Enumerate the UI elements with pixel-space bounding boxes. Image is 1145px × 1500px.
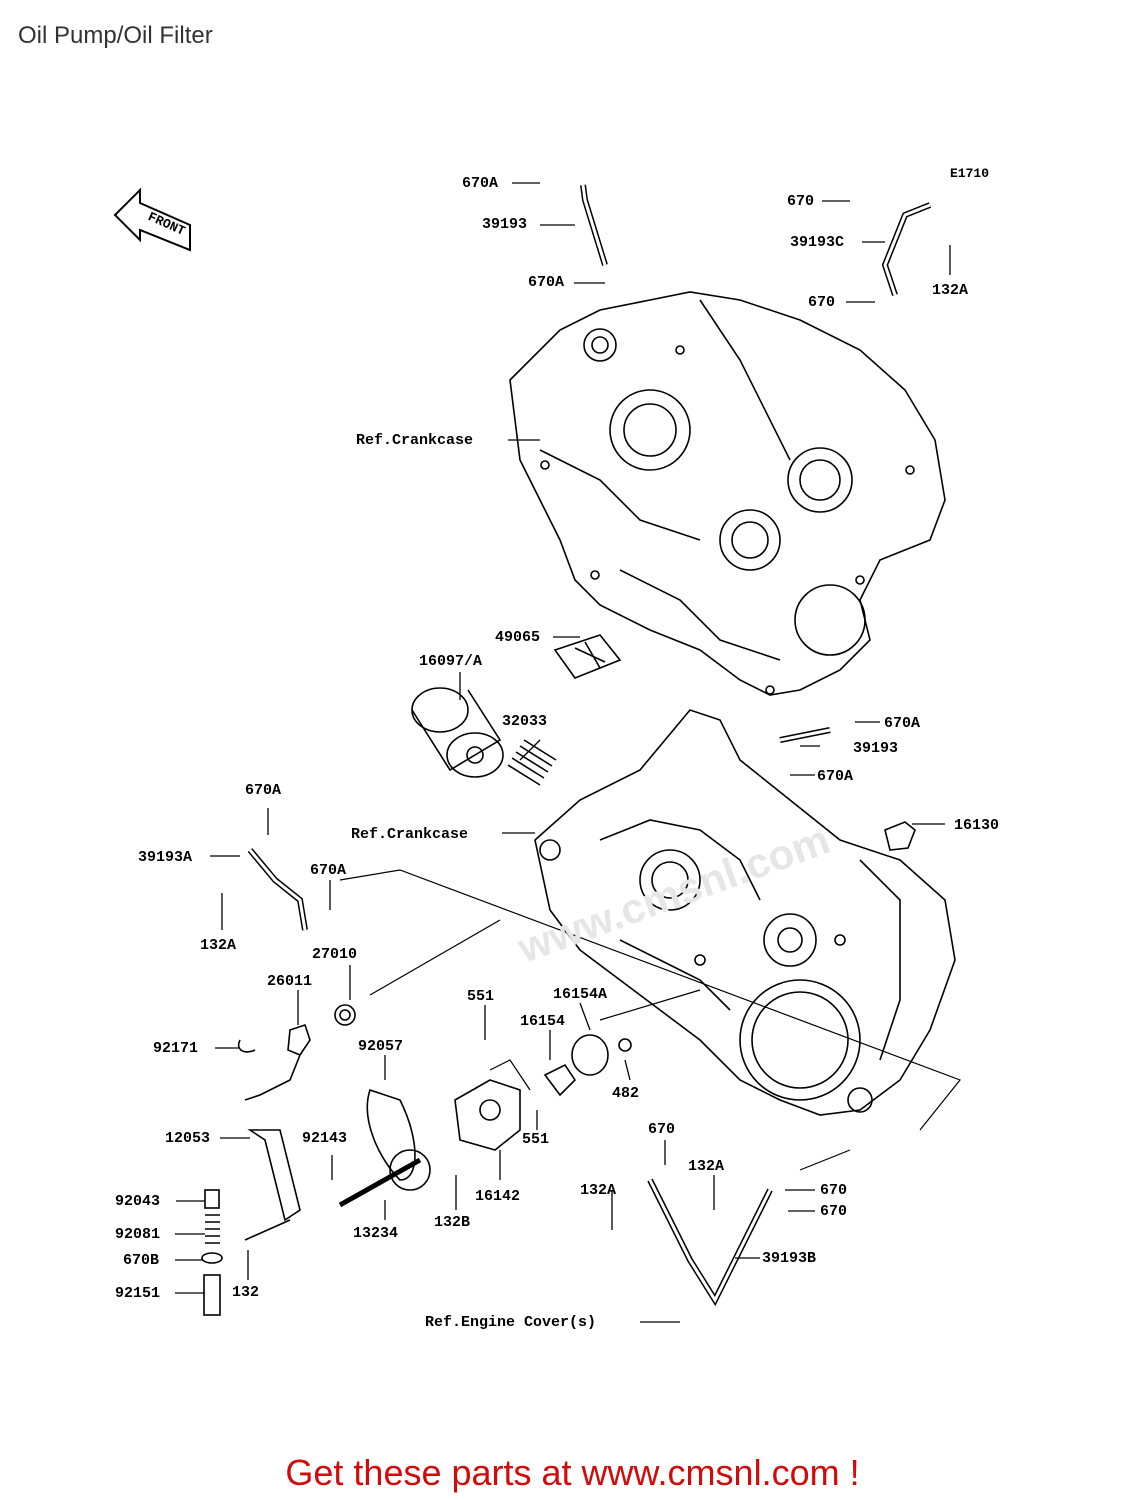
diagram-code: E1710 xyxy=(950,166,990,181)
part-label-16142: 16142 xyxy=(475,1188,521,1205)
part-label-132: 132 xyxy=(232,1284,260,1301)
exploded-parts-diagram xyxy=(175,182,961,1323)
part-label-49065: 49065 xyxy=(495,629,541,646)
part-label-551: 551 xyxy=(522,1131,550,1148)
part-label-132A: 132A xyxy=(688,1158,725,1175)
part-label-27010: 27010 xyxy=(312,946,358,963)
part-label-670: 670 xyxy=(820,1182,848,1199)
part-label-16130: 16130 xyxy=(954,817,1000,834)
leader-lines xyxy=(175,182,951,1323)
part-label-670A: 670A xyxy=(817,768,854,785)
part-label-670A: 670A xyxy=(462,175,499,192)
part-label-16154: 16154 xyxy=(520,1013,566,1030)
front-direction-arrow: FRONT xyxy=(113,187,191,252)
part-label-32033: 32033 xyxy=(502,713,548,730)
get-parts-link[interactable]: Get these parts at www.cmsnl.com ! xyxy=(285,1452,860,1493)
valve-illustration xyxy=(334,1004,356,1026)
strainer-illustration xyxy=(553,634,622,679)
part-label-670A: 670A xyxy=(310,862,347,879)
oil-filter-illustration xyxy=(411,687,504,778)
part-label-132B: 132B xyxy=(434,1214,471,1231)
part-label-92081: 92081 xyxy=(115,1226,161,1243)
part-label-132A: 132A xyxy=(200,937,237,954)
part-label-670B: 670B xyxy=(123,1252,160,1269)
part-label-132A: 132A xyxy=(932,282,969,299)
switch-illustration xyxy=(884,821,916,851)
part-label-92043: 92043 xyxy=(115,1193,161,1210)
oil-pump-illustration xyxy=(201,1034,632,1316)
part-label-482: 482 xyxy=(612,1085,640,1102)
part-label-39193: 39193 xyxy=(482,216,528,233)
part-label-92057: 92057 xyxy=(358,1038,404,1055)
part-label-39193: 39193 xyxy=(853,740,899,757)
ref-crankcase-label: Ref.Crankcase xyxy=(356,432,474,449)
part-label-132A: 132A xyxy=(580,1182,617,1199)
lower-crankcase-illustration xyxy=(534,709,956,1116)
part-label-12053: 12053 xyxy=(165,1130,211,1147)
pipes-illustration xyxy=(247,184,932,1307)
part-label-13234: 13234 xyxy=(353,1225,399,1242)
part-label-16097A: 16097/A xyxy=(419,653,483,670)
sensor-illustration xyxy=(237,1023,311,1101)
part-label-92171: 92171 xyxy=(153,1040,199,1057)
part-label-39193C: 39193C xyxy=(790,234,845,251)
part-label-26011: 26011 xyxy=(267,973,313,990)
part-label-670: 670 xyxy=(808,294,836,311)
page-title: Oil Pump/Oil Filter xyxy=(18,22,213,49)
upper-crankcase-illustration xyxy=(509,291,946,696)
ref-crankcase-label: Ref.Crankcase xyxy=(351,826,469,843)
part-label-670: 670 xyxy=(787,193,815,210)
part-label-670A: 670A xyxy=(528,274,565,291)
part-label-39193B: 39193B xyxy=(762,1250,817,1267)
part-label-92151: 92151 xyxy=(115,1285,161,1302)
part-label-670A: 670A xyxy=(245,782,282,799)
part-label-670: 670 xyxy=(820,1203,848,1220)
part-label-92143: 92143 xyxy=(302,1130,348,1147)
part-label-39193A: 39193A xyxy=(138,849,193,866)
part-label-551: 551 xyxy=(467,988,495,1005)
ref-engine-cover-label: Ref.Engine Cover(s) xyxy=(425,1314,597,1331)
part-label-670: 670 xyxy=(648,1121,676,1138)
part-label-670A: 670A xyxy=(884,715,921,732)
spring-illustration xyxy=(507,739,557,786)
part-label-16154A: 16154A xyxy=(553,986,608,1003)
guide-lines xyxy=(339,869,961,1171)
